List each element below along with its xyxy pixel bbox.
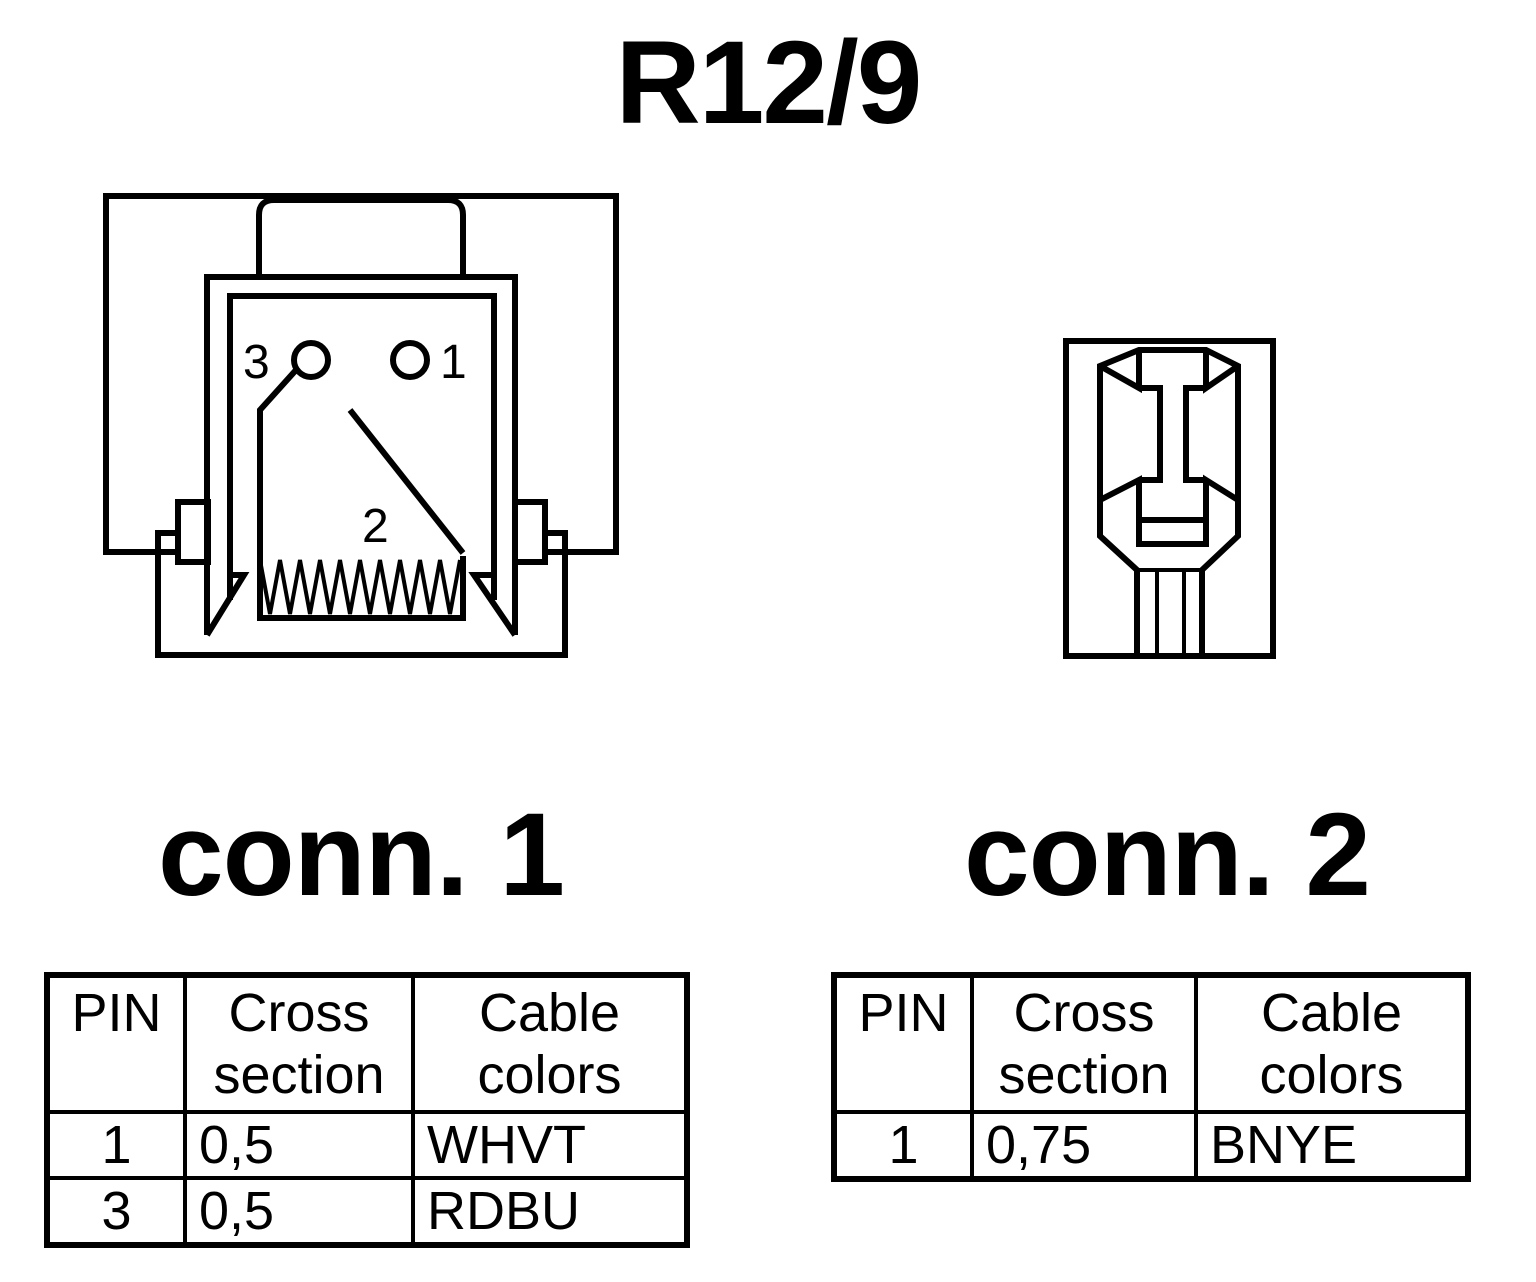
header-cross-section: Cross section (970, 973, 1198, 1114)
pin-label-2: 2 (362, 500, 389, 553)
cell-pin: 3 (45, 1176, 187, 1247)
header-cable-colors: Cable colors (411, 973, 689, 1114)
header-cross-section: Cross section (183, 973, 415, 1114)
pin-1-circle (390, 340, 430, 380)
pin-label-1: 1 (440, 336, 467, 389)
diagram-title: R12/9 (615, 17, 923, 149)
cell-cross-section: 0,5 (183, 1110, 415, 1180)
connector-2-drawing (1063, 338, 1276, 659)
connector-1-drawing (103, 193, 619, 658)
connector-2-pin-table: PIN Cross section Cable colors 1 0,75 BN… (831, 972, 1471, 1182)
cell-pin: 1 (832, 1110, 974, 1181)
connector-1-label: conn. 1 (158, 789, 565, 921)
table-header-row: PIN Cross section Cable colors (832, 973, 1470, 1114)
pin-3-circle (291, 340, 331, 380)
connector-2-label: conn. 2 (964, 789, 1371, 921)
table-row: 1 0,75 BNYE (832, 1110, 1470, 1181)
cell-cross-section: 0,5 (183, 1176, 415, 1247)
pin-label-3: 3 (243, 336, 270, 389)
cell-color: WHVT (411, 1110, 689, 1180)
header-pin: PIN (45, 973, 187, 1114)
table-row: 3 0,5 RDBU (45, 1176, 689, 1247)
header-cable-colors: Cable colors (1194, 973, 1470, 1114)
cell-cross-section: 0,75 (970, 1110, 1198, 1181)
cell-pin: 1 (45, 1110, 187, 1180)
connector-1-pin-table: PIN Cross section Cable colors 1 0,5 WHV… (44, 972, 690, 1248)
cell-color: BNYE (1194, 1110, 1470, 1181)
header-pin: PIN (832, 973, 974, 1114)
table-header-row: PIN Cross section Cable colors (45, 973, 689, 1114)
table-row: 1 0,5 WHVT (45, 1110, 689, 1180)
cell-color: RDBU (411, 1176, 689, 1247)
